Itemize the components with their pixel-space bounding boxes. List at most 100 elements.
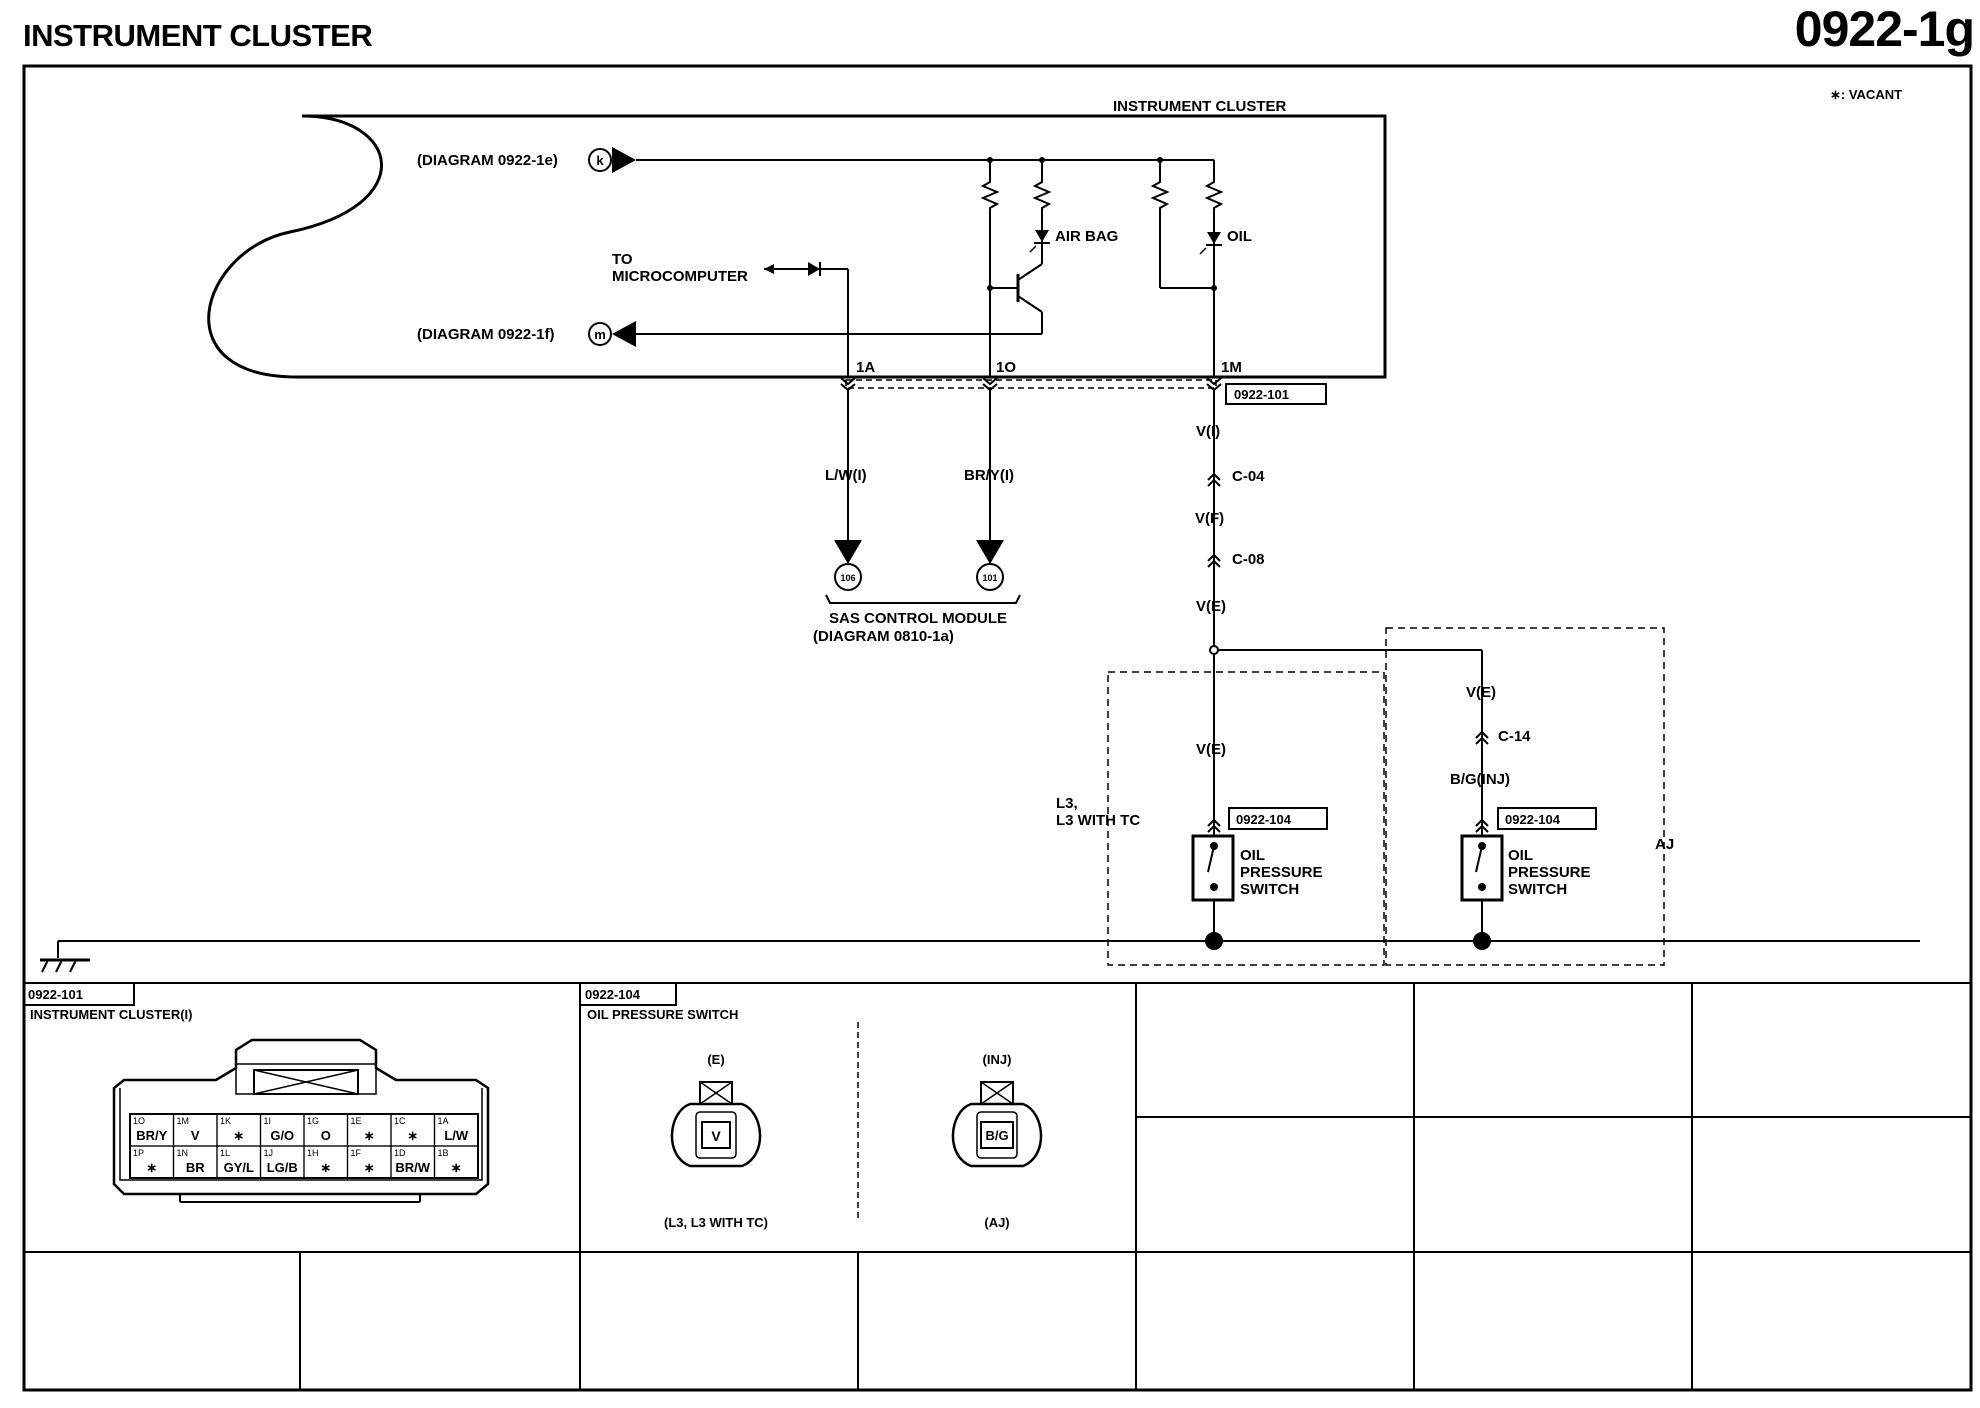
joint-c14: C-14: [1498, 728, 1531, 745]
page-frame: [22, 64, 1973, 1392]
pin-wire-color: BR: [186, 1160, 205, 1175]
wire-vi-label: V(I): [1196, 423, 1220, 440]
oil-lamp-label: OIL: [1227, 228, 1252, 245]
pin-number: 1I: [264, 1116, 272, 1126]
variant-box-l3: [1107, 671, 1385, 966]
pin-wire-color: LG/B: [267, 1160, 298, 1175]
sas-bracket: [825, 594, 1021, 604]
panel-101-code: 0922-101: [28, 987, 83, 1002]
ref-k-arrow: [612, 147, 636, 173]
sas-pin-106-text: 106: [840, 573, 855, 583]
switch-right-1: OIL: [1508, 847, 1533, 864]
sas-label-2: (DIAGRAM 0810-1a): [813, 628, 954, 645]
wire-bginj-label: B/G(INJ): [1450, 771, 1510, 788]
switch-left-3: SWITCH: [1240, 881, 1299, 898]
switch-e-connector-face: [670, 1081, 762, 1168]
connector-tag-104-left: [1228, 807, 1328, 830]
pin-number: 1B: [438, 1148, 449, 1158]
airbag-lamp-label: AIR BAG: [1055, 228, 1118, 245]
switch-e-variant: (E): [707, 1052, 724, 1067]
joint-c08: C-08: [1232, 551, 1265, 568]
pin-wire-color: V: [191, 1128, 200, 1143]
pin-number: 1A: [438, 1116, 449, 1126]
terminal-1o: 1O: [996, 359, 1016, 376]
connector-tag-101-text: 0922-101: [1234, 387, 1289, 402]
switch-inj-variant: (INJ): [983, 1052, 1012, 1067]
switch-inj-connector-face: [951, 1081, 1043, 1168]
pin-wire-color: ∗: [364, 1128, 375, 1143]
pin-number: 1O: [133, 1116, 145, 1126]
diagram-code: 0922-1g: [1794, 1, 1975, 57]
wire-vf-label: V(F): [1195, 510, 1224, 527]
resistor-2: [1034, 173, 1050, 217]
wire-lw-label: L/W(I): [825, 467, 867, 484]
panel-101-title: INSTRUMENT CLUSTER(I): [30, 1007, 193, 1022]
pin-number: 1C: [394, 1116, 406, 1126]
ground-splice-right: [1473, 932, 1491, 950]
pin-number: 1G: [307, 1116, 319, 1126]
pin-number: 1D: [394, 1148, 406, 1158]
sas-pin-101: [976, 563, 1004, 591]
pin-number: 1H: [307, 1148, 319, 1158]
pin-wire-color: BR/Y: [136, 1128, 167, 1143]
pin-wire-color: ∗: [320, 1160, 331, 1175]
diode-icon: [808, 262, 820, 276]
wire-ve-label-3: V(E): [1466, 684, 1496, 701]
harness-connector-101: [845, 379, 1217, 389]
pin-wire-color: ∗: [146, 1160, 157, 1175]
terminal-1a: 1A: [856, 359, 875, 376]
cluster-label: INSTRUMENT CLUSTER: [1113, 98, 1286, 115]
switch-inj-note: (AJ): [984, 1215, 1009, 1230]
connector-tag-104-right-text: 0922-104: [1505, 812, 1561, 827]
pin-wire-color: GY/L: [224, 1160, 254, 1175]
resistor-3: [1152, 173, 1168, 217]
wire-bry-label: BR/Y(I): [964, 467, 1014, 484]
ref-k-text: (DIAGRAM 0922-1e): [417, 152, 558, 169]
page-title: INSTRUMENT CLUSTER: [23, 18, 373, 53]
terminal-1m: 1M: [1221, 359, 1242, 376]
airbag-led-icon: [1035, 230, 1049, 242]
pin-wire-color: ∗: [364, 1160, 375, 1175]
switch-left-1: OIL: [1240, 847, 1265, 864]
pin-wire-color: ∗: [233, 1128, 244, 1143]
connector-tag-104-left-text: 0922-104: [1236, 812, 1292, 827]
variant-aj: AJ: [1655, 836, 1674, 853]
connector-tag-104-right: [1497, 807, 1597, 830]
ref-m-text: (DIAGRAM 0922-1f): [417, 326, 555, 343]
pin-number: 1J: [264, 1148, 274, 1158]
resistor-4: [1206, 173, 1222, 217]
connector-tag-101: [1225, 383, 1327, 405]
pin-number: 1K: [220, 1116, 231, 1126]
panel-104-title: OIL PRESSURE SWITCH: [587, 1007, 738, 1022]
switch-e-pin: V: [711, 1128, 721, 1144]
oil-led-icon: [1207, 232, 1221, 244]
pin-wire-color: O: [321, 1128, 331, 1143]
panel-104-code: 0922-104: [585, 987, 641, 1002]
switch-inj-pin: B/G: [985, 1128, 1008, 1143]
wire-ve-label-1: V(E): [1196, 598, 1226, 615]
ref-k-letter: k: [596, 153, 604, 168]
pin-wire-color: ∗: [451, 1160, 462, 1175]
variant-l3-2: L3 WITH TC: [1056, 812, 1140, 829]
cluster-pin-grid: 1OBR/Y1MV1K∗1IG/O1GO1E∗1C∗1AL/W1P∗1NBR1L…: [129, 1113, 479, 1179]
variant-l3-1: L3,: [1056, 795, 1078, 812]
pin-wire-color: BR/W: [395, 1160, 430, 1175]
micro-label-1: TO: [612, 251, 633, 268]
cluster-connector-face: [112, 1038, 490, 1196]
ground-splice-left: [1205, 932, 1223, 950]
ref-m-arrow: [612, 321, 636, 347]
pin-number: 1P: [133, 1148, 144, 1158]
switch-right-3: SWITCH: [1508, 881, 1567, 898]
ref-k-circle: [588, 148, 612, 172]
cluster-outline: [207, 114, 1387, 379]
joint-c04: C-04: [1232, 468, 1265, 485]
pin-number: 1F: [351, 1148, 362, 1158]
variant-box-aj: [1385, 627, 1665, 966]
pin-wire-color: G/O: [270, 1128, 294, 1143]
pin-wire-color: L/W: [444, 1128, 469, 1143]
sas-pin-106: [834, 563, 862, 591]
micro-label-2: MICROCOMPUTER: [612, 268, 748, 285]
pin-wire-color: ∗: [407, 1128, 418, 1143]
pin-number: 1M: [177, 1116, 190, 1126]
